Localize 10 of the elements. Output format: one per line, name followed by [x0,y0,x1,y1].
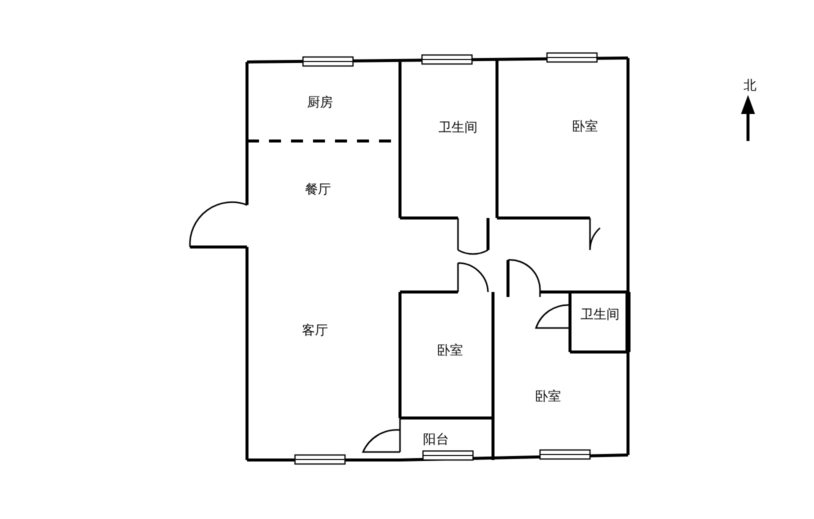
room-label: 客厅 [302,324,328,338]
room-label: 卫生间 [580,308,620,322]
compass-label: 北 [744,78,756,94]
room-label: 餐厅 [305,182,331,198]
room-label: 阳台 [423,432,449,448]
room-label: 卧室 [535,390,561,404]
room-label: 卧室 [572,120,598,134]
room-label: 卧室 [437,344,463,358]
room-label: 卫生间 [438,120,478,136]
room-label: 厨房 [307,96,333,110]
